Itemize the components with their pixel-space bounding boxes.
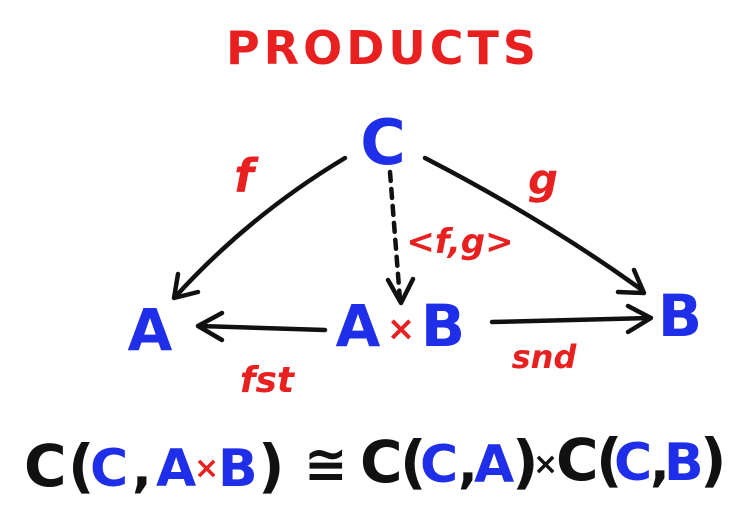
eq-lhs-open: ( [68,432,95,500]
label-pair: <f,g> [406,222,513,262]
eq-lhs-close: ) [258,432,285,500]
eq-lhs-b: B [218,439,258,499]
eq-lhs-a: A [156,439,196,499]
eq-lhs-c: C [90,439,128,499]
eq-rhs1-category: C [360,428,403,496]
eq-times: × [533,447,558,482]
label-f: f [234,149,259,203]
eq-iso: ≅ [304,435,348,495]
eq-lhs-times: × [194,451,219,486]
product-left: A [336,292,381,360]
eq-rhs1-c: C [420,435,458,495]
eq-lhs-category: C [24,432,67,500]
object-a: A [128,296,173,364]
object-b: B [658,282,702,350]
arrow-f [171,155,348,301]
eq-rhs2-b: B [664,433,704,493]
label-snd: snd [512,338,578,376]
label-g: g [528,155,558,204]
hom-set-equation: C ( C , A × B ) ≅ C ( C , A ) × C ( C , … [24,426,727,500]
label-fst: fst [240,360,296,401]
eq-rhs1-comma: , [458,435,478,495]
eq-rhs2-open: ( [596,426,623,494]
arrow-pair [385,169,416,306]
eq-rhs1-close: ) [512,428,539,496]
eq-lhs-comma: , [132,439,152,499]
eq-rhs2-category: C [556,426,599,494]
arrow-snd [489,303,654,335]
eq-rhs1-a: A [474,435,514,495]
eq-rhs2-comma: , [650,433,670,493]
title: PRODUCTS [226,21,540,75]
arrow-g [422,155,647,296]
eq-rhs1-open: ( [400,428,427,496]
arrow-fst [195,310,328,343]
product-times: × [387,309,416,349]
object-c: C [360,106,406,179]
object-product: A × B [336,292,466,360]
eq-rhs2-close: ) [700,426,727,494]
product-right: B [421,292,465,360]
eq-rhs2-c: C [614,433,652,493]
